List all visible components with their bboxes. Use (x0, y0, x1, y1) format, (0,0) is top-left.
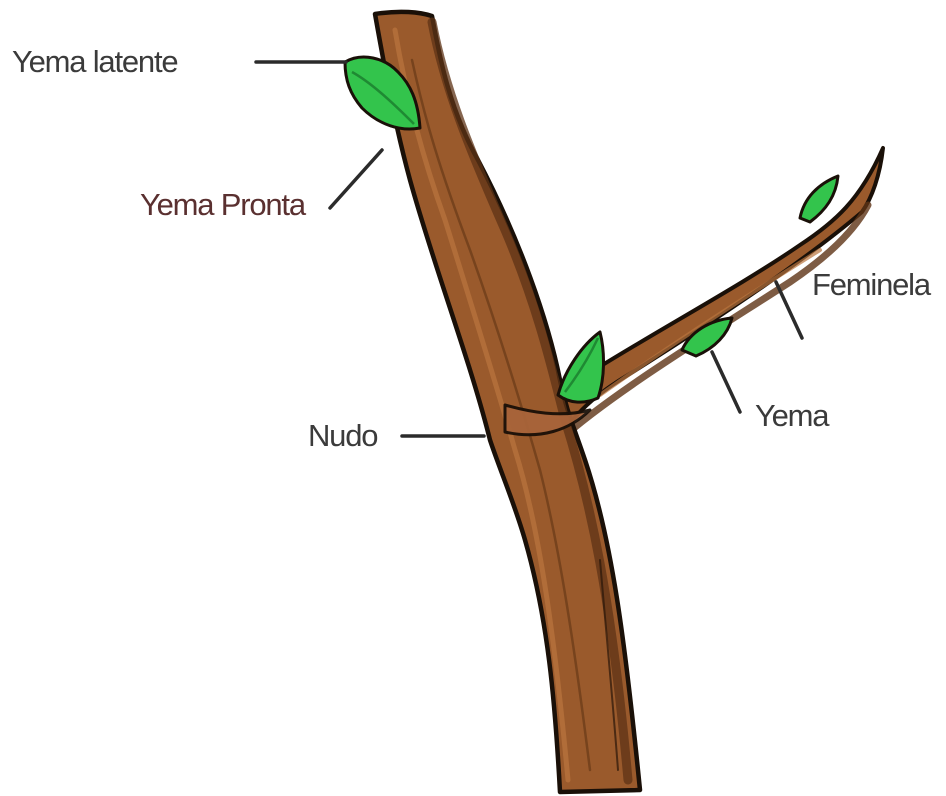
leader-lateral-shoot (776, 282, 802, 338)
tip-bud-leaf (800, 176, 838, 222)
leader-bud (712, 352, 740, 412)
label-bud: Yema (755, 398, 830, 433)
label-node: Nudo (308, 418, 377, 453)
label-latent-bud: Yema latente (12, 44, 177, 79)
label-ready-bud: Yema Pronta (140, 187, 307, 222)
label-lateral-shoot: Feminela (812, 267, 932, 302)
leader-ready-bud (330, 150, 382, 208)
